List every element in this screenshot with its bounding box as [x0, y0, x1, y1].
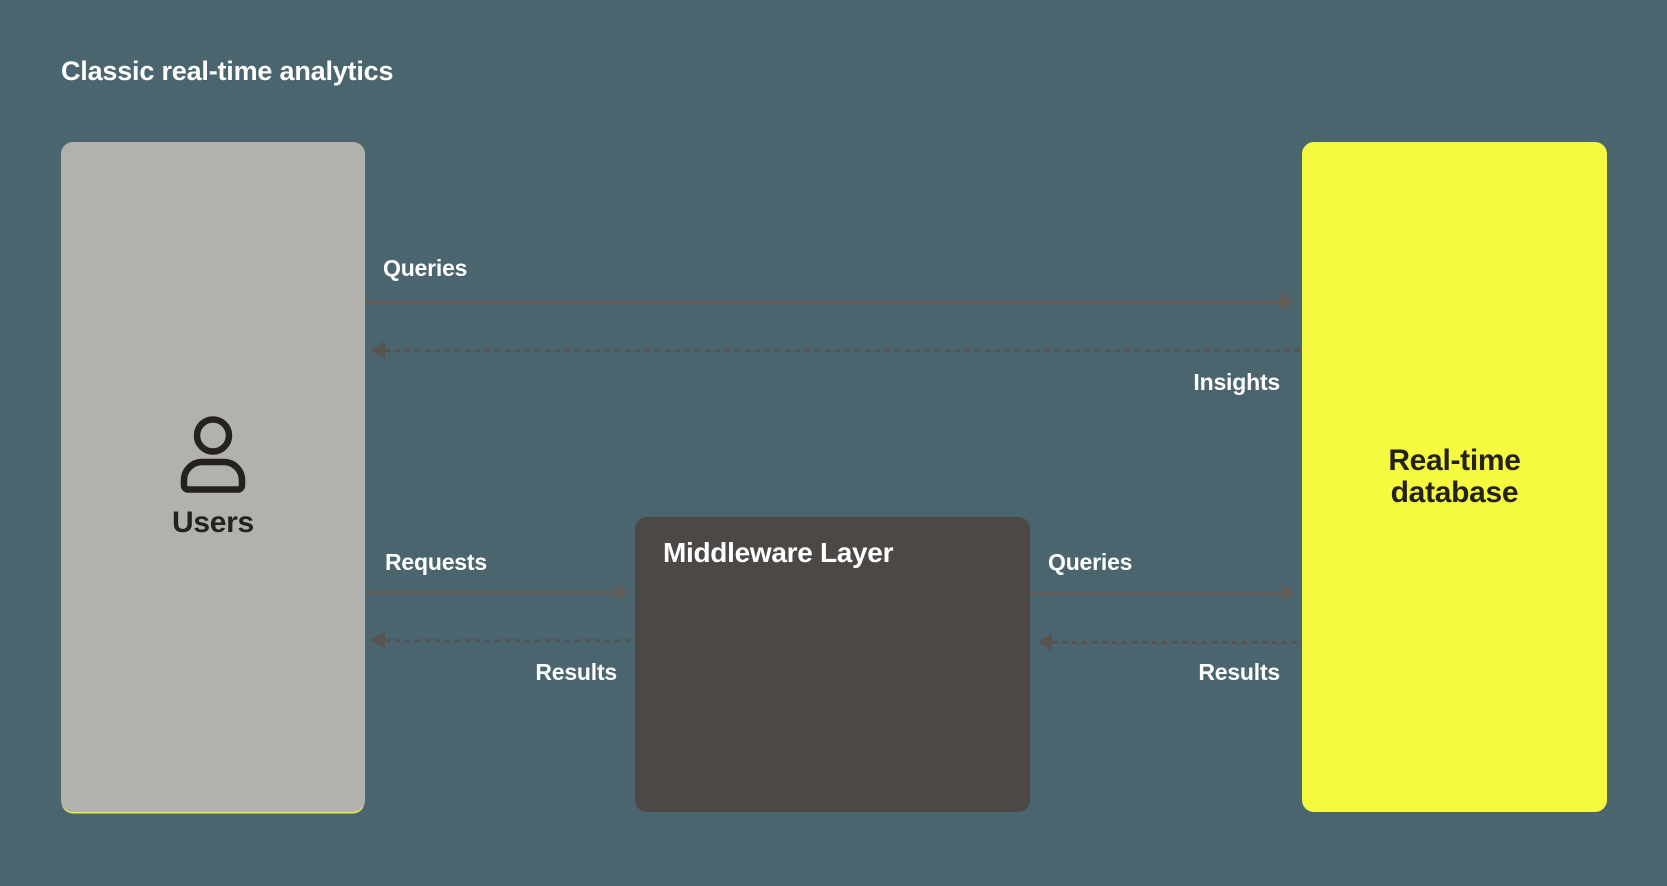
users-label: Users	[172, 506, 254, 539]
arrow-label-results-left: Results	[535, 659, 617, 685]
arrowhead-right-icon	[1280, 293, 1294, 311]
node-users: Users	[61, 142, 365, 812]
arrow-label-insights: Insights	[1193, 369, 1280, 395]
arrow-label-results-right: Results	[1198, 659, 1280, 685]
arrow-line	[1030, 592, 1282, 595]
database-label: Real-time database	[1388, 444, 1521, 509]
arrowhead-right-icon	[615, 583, 629, 601]
node-database: Real-time database	[1302, 142, 1607, 812]
arrow-label-queries-top: Queries	[383, 255, 468, 281]
arrow-line	[365, 591, 615, 594]
arrowhead-left-icon	[371, 341, 385, 359]
arrowhead-left-icon	[1038, 633, 1052, 651]
diagram-title: Classic real-time analytics	[61, 56, 394, 86]
arrow-line	[385, 349, 1302, 352]
node-middleware: Middleware Layer	[635, 517, 1030, 812]
arrowhead-left-icon	[371, 631, 385, 649]
arrowhead-right-icon	[1282, 584, 1296, 602]
arrow-line	[1052, 641, 1302, 644]
arrow-line	[385, 639, 635, 642]
arrow-line	[365, 301, 1280, 304]
user-icon	[180, 416, 246, 493]
arrow-label-requests: Requests	[385, 549, 487, 575]
middleware-label: Middleware Layer	[663, 537, 894, 568]
arrow-label-queries-middle: Queries	[1048, 549, 1133, 575]
